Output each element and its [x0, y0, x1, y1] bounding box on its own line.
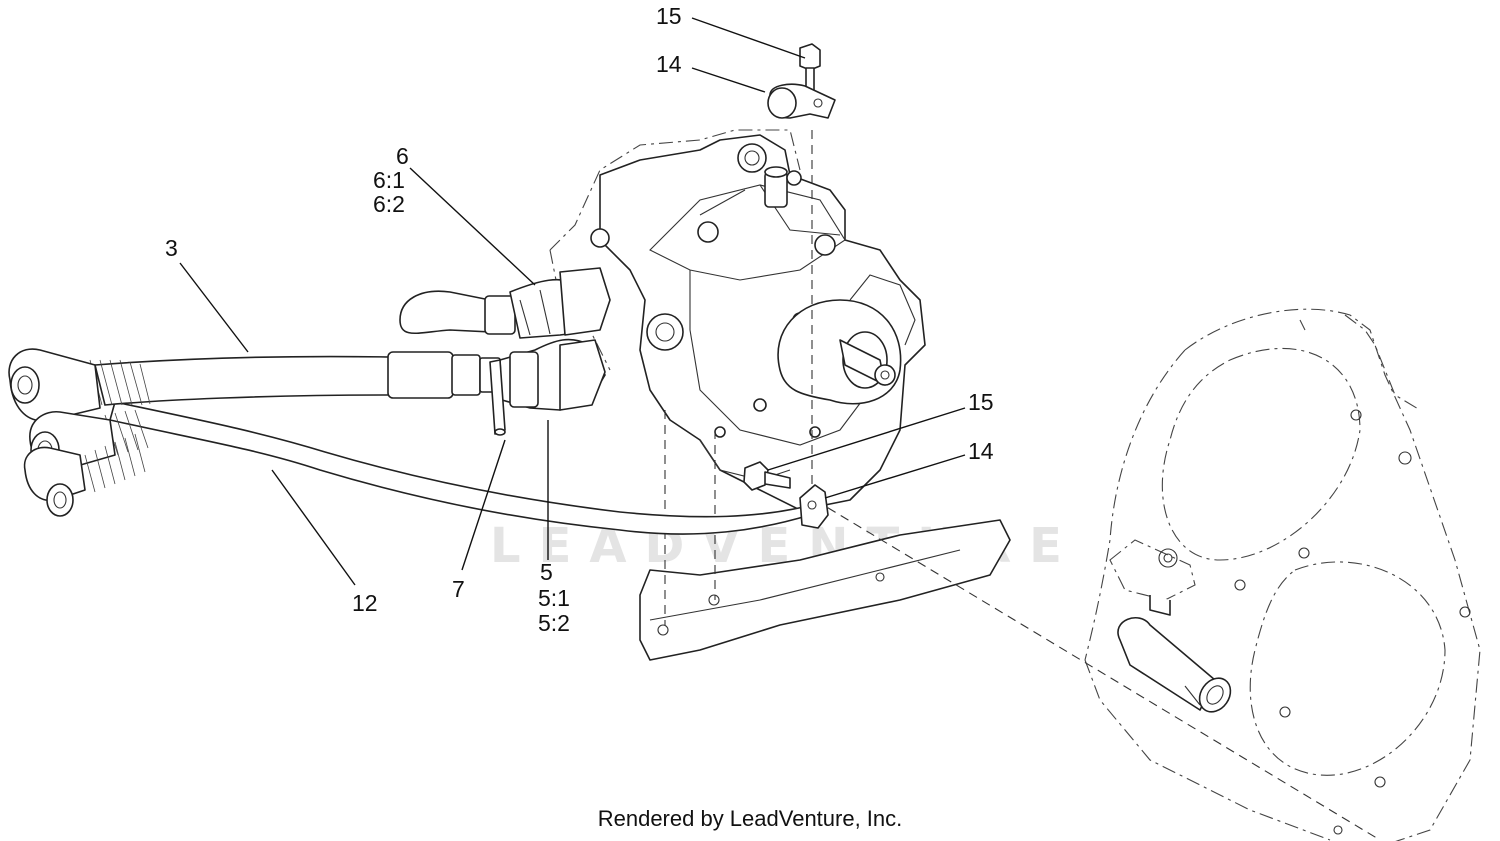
hose-3: [89, 351, 501, 406]
callout-5-2: 5:2: [538, 610, 570, 636]
callout-3: 3: [165, 235, 178, 261]
callout-14-mid: 14: [968, 438, 994, 464]
callout-15-top: 15: [656, 3, 682, 29]
callout-6-1: 6:1: [373, 167, 405, 193]
mid-clamp-and-bolt: [743, 461, 829, 529]
callout-5: 5: [540, 559, 553, 585]
callout-6-2: 6:2: [373, 191, 405, 217]
hydraulic-pump: [549, 129, 926, 511]
callout-6: 6: [396, 143, 409, 169]
hose-6: [399, 267, 611, 339]
engine-mount-plate: [1084, 308, 1481, 841]
callout-15-mid: 15: [968, 389, 994, 415]
support-bracket: [639, 519, 1011, 661]
fitting-5: [499, 338, 606, 411]
callout-labels: 15 14 6 6:1 6:2 3 15 14 7 5 5:1 5:2 12: [165, 3, 994, 636]
callout-7: 7: [452, 576, 465, 602]
leader-lines: [179, 17, 966, 586]
render-credit: Rendered by LeadVenture, Inc.: [597, 806, 903, 831]
top-clamp-and-bolt: [767, 43, 836, 119]
callout-5-1: 5:1: [538, 585, 570, 611]
left-end-fittings: [8, 348, 146, 517]
clamp-7: [489, 359, 506, 436]
callout-14-top: 14: [656, 51, 682, 77]
callout-12: 12: [352, 590, 378, 616]
